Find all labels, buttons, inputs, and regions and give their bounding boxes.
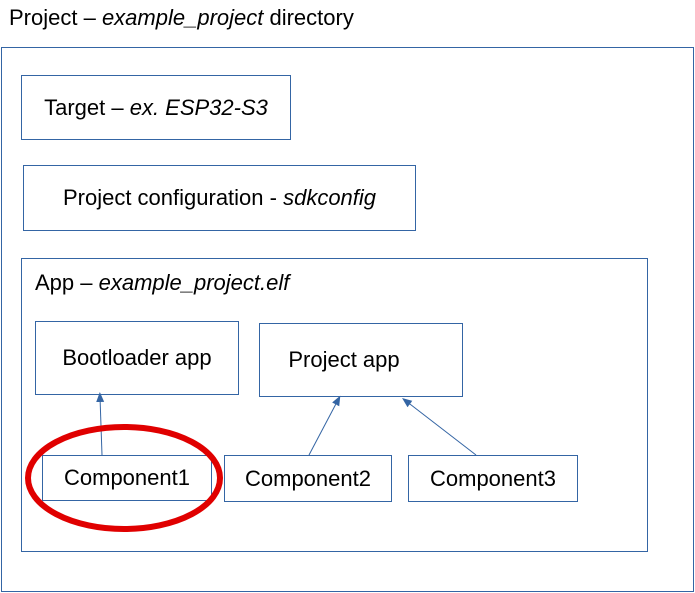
target-box: Target – ex. ESP32-S3	[21, 75, 291, 140]
component3-box: Component3	[408, 455, 578, 502]
project-app-label: Project app	[288, 347, 400, 372]
project-title-prefix: Project –	[9, 5, 102, 30]
app-label: App – example_project.elf	[35, 270, 290, 295]
project-title: Project – example_project directory	[9, 4, 354, 32]
arrow-component3-to-project-app	[402, 397, 477, 456]
project-configuration-box: Project configuration - sdkconfig	[23, 165, 416, 231]
component1-box: Component1	[42, 455, 212, 501]
component3-label: Component3	[430, 465, 556, 491]
component2-box: Component2	[224, 455, 392, 502]
project-title-suffix: directory	[263, 5, 354, 30]
highlight-ellipse	[25, 424, 223, 532]
project-name: example_project	[101, 5, 264, 30]
project-configuration-label: Project configuration - sdkconfig	[62, 185, 377, 210]
arrow-component2-to-project-app	[308, 395, 341, 456]
component2-label: Component2	[245, 465, 371, 491]
component1-label: Component1	[64, 465, 190, 490]
bootloader-app-label: Bootloader app	[62, 345, 212, 370]
target-label: Target – ex. ESP32-S3	[44, 94, 268, 120]
bootloader-app-box: Bootloader app	[35, 321, 239, 395]
project-app-box: Project app	[259, 323, 463, 397]
